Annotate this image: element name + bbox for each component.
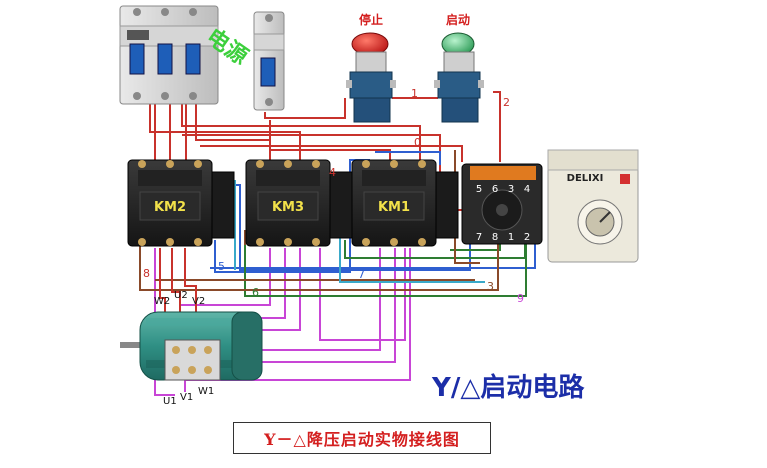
wire-number-0: 0 (414, 136, 421, 149)
contactor-km1-label: KM1 (378, 200, 410, 215)
svg-text:6: 6 (492, 184, 498, 195)
motor-terminal-u2: U2 (174, 290, 188, 301)
start-button[interactable]: 启动 (434, 12, 484, 123)
contactor-km3-label: KM3 (272, 200, 304, 215)
motor-terminal-labels: W2 U2 V2 U1 V1 W1 (154, 290, 214, 407)
wire-number-9: 9 (517, 292, 524, 305)
motor-terminal-v1: V1 (180, 392, 193, 403)
svg-text:5: 5 (476, 184, 482, 195)
wire-number-8: 8 (143, 267, 150, 280)
svg-text:8: 8 (492, 232, 498, 243)
svg-text:7: 7 (476, 232, 482, 243)
svg-text:2: 2 (524, 232, 530, 243)
wire-number-3: 3 (487, 280, 494, 293)
control-circuit-breaker (253, 11, 285, 111)
relay-socket: 5 6 3 4 7 8 1 2 (461, 163, 543, 245)
start-button-label: 启动 (446, 12, 470, 27)
diagram-title: Y/△启动电路 (431, 372, 585, 403)
svg-text:4: 4 (524, 184, 530, 195)
three-phase-motor (120, 311, 263, 381)
wire-number-6: 6 (252, 286, 259, 299)
wire-number-7: 7 (358, 268, 365, 281)
motor-terminal-v2: V2 (192, 296, 205, 307)
wire-number-1: 1 (411, 87, 418, 100)
time-relay: DELIXI (547, 149, 639, 263)
motor-terminal-u1: U1 (163, 396, 177, 407)
timer-brand: DELIXI (567, 173, 604, 184)
contactor-km2: KM2 (127, 159, 235, 247)
wire-number-5: 5 (218, 260, 225, 273)
wire-number-2: 2 (503, 96, 510, 109)
caption-box: Y－△降压启动实物接线图 (233, 422, 491, 454)
main-circuit-breaker (119, 5, 219, 105)
motor-terminal-w1: W1 (198, 386, 214, 397)
contactor-km3: KM3 (245, 159, 353, 247)
stop-button-label: 停止 (359, 12, 383, 27)
contactor-km1: KM1 (351, 159, 459, 247)
motor-terminal-w2: W2 (154, 296, 170, 307)
wire-number-4: 4 (329, 166, 336, 179)
svg-text:1: 1 (508, 232, 514, 243)
diagram-caption: Y－△降压启动实物接线图 (264, 430, 460, 449)
svg-text:3: 3 (508, 184, 514, 195)
wire-number-labels: 0 1 2 3 4 5 6 7 8 9 (143, 87, 524, 305)
relay-pin-labels: 5 6 3 4 7 8 1 2 (476, 184, 530, 243)
stop-button[interactable]: 停止 (346, 12, 396, 123)
contactor-km2-label: KM2 (154, 200, 186, 215)
